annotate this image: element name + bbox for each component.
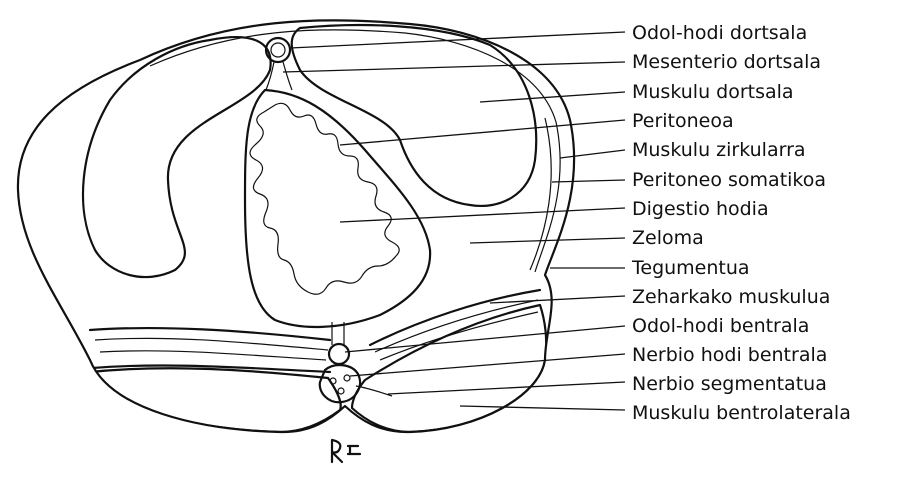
label-digestive-tube: Digestio hodia xyxy=(632,198,769,220)
leader-lines xyxy=(283,32,625,410)
label-dorsal-muscle: Muskulu dortsala xyxy=(632,81,794,103)
peritoneum xyxy=(245,90,430,327)
label-transverse-muscle: Zeharkako muskulua xyxy=(632,286,830,308)
label-coelom: Zeloma xyxy=(632,227,704,249)
label-tegument: Tegumentua xyxy=(631,257,750,279)
label-segmental-nerve: Nerbio segmentatua xyxy=(632,373,827,395)
label-somatic-peritoneum: Peritoneo somatikoa xyxy=(632,169,826,191)
label-ventral-nerve-cord: Nerbio hodi bentrala xyxy=(632,344,827,366)
segmental-nerve xyxy=(356,386,392,396)
artist-signature xyxy=(332,440,360,462)
label-dorsal-mesentery: Mesenterio dortsala xyxy=(632,51,821,73)
ventral-blood-vessel xyxy=(329,344,349,364)
ventral-nerve-cord xyxy=(320,365,360,402)
label-ventrolateral-muscle: Muskulu bentrolaterala xyxy=(632,402,851,424)
transverse-muscle xyxy=(90,290,540,372)
label-peritoneum: Peritoneoa xyxy=(632,110,734,132)
label-dorsal-blood-vessel: Odol-hodi dortsala xyxy=(632,22,807,44)
dorsal-blood-vessel xyxy=(266,38,290,62)
digestive-tube xyxy=(250,103,399,294)
label-ventral-blood-vessel: Odol-hodi bentrala xyxy=(632,315,809,337)
labels: Odol-hodi dortsala Mesenterio dortsala M… xyxy=(631,22,851,424)
label-circular-muscle: Muskulu zirkularra xyxy=(632,139,806,161)
